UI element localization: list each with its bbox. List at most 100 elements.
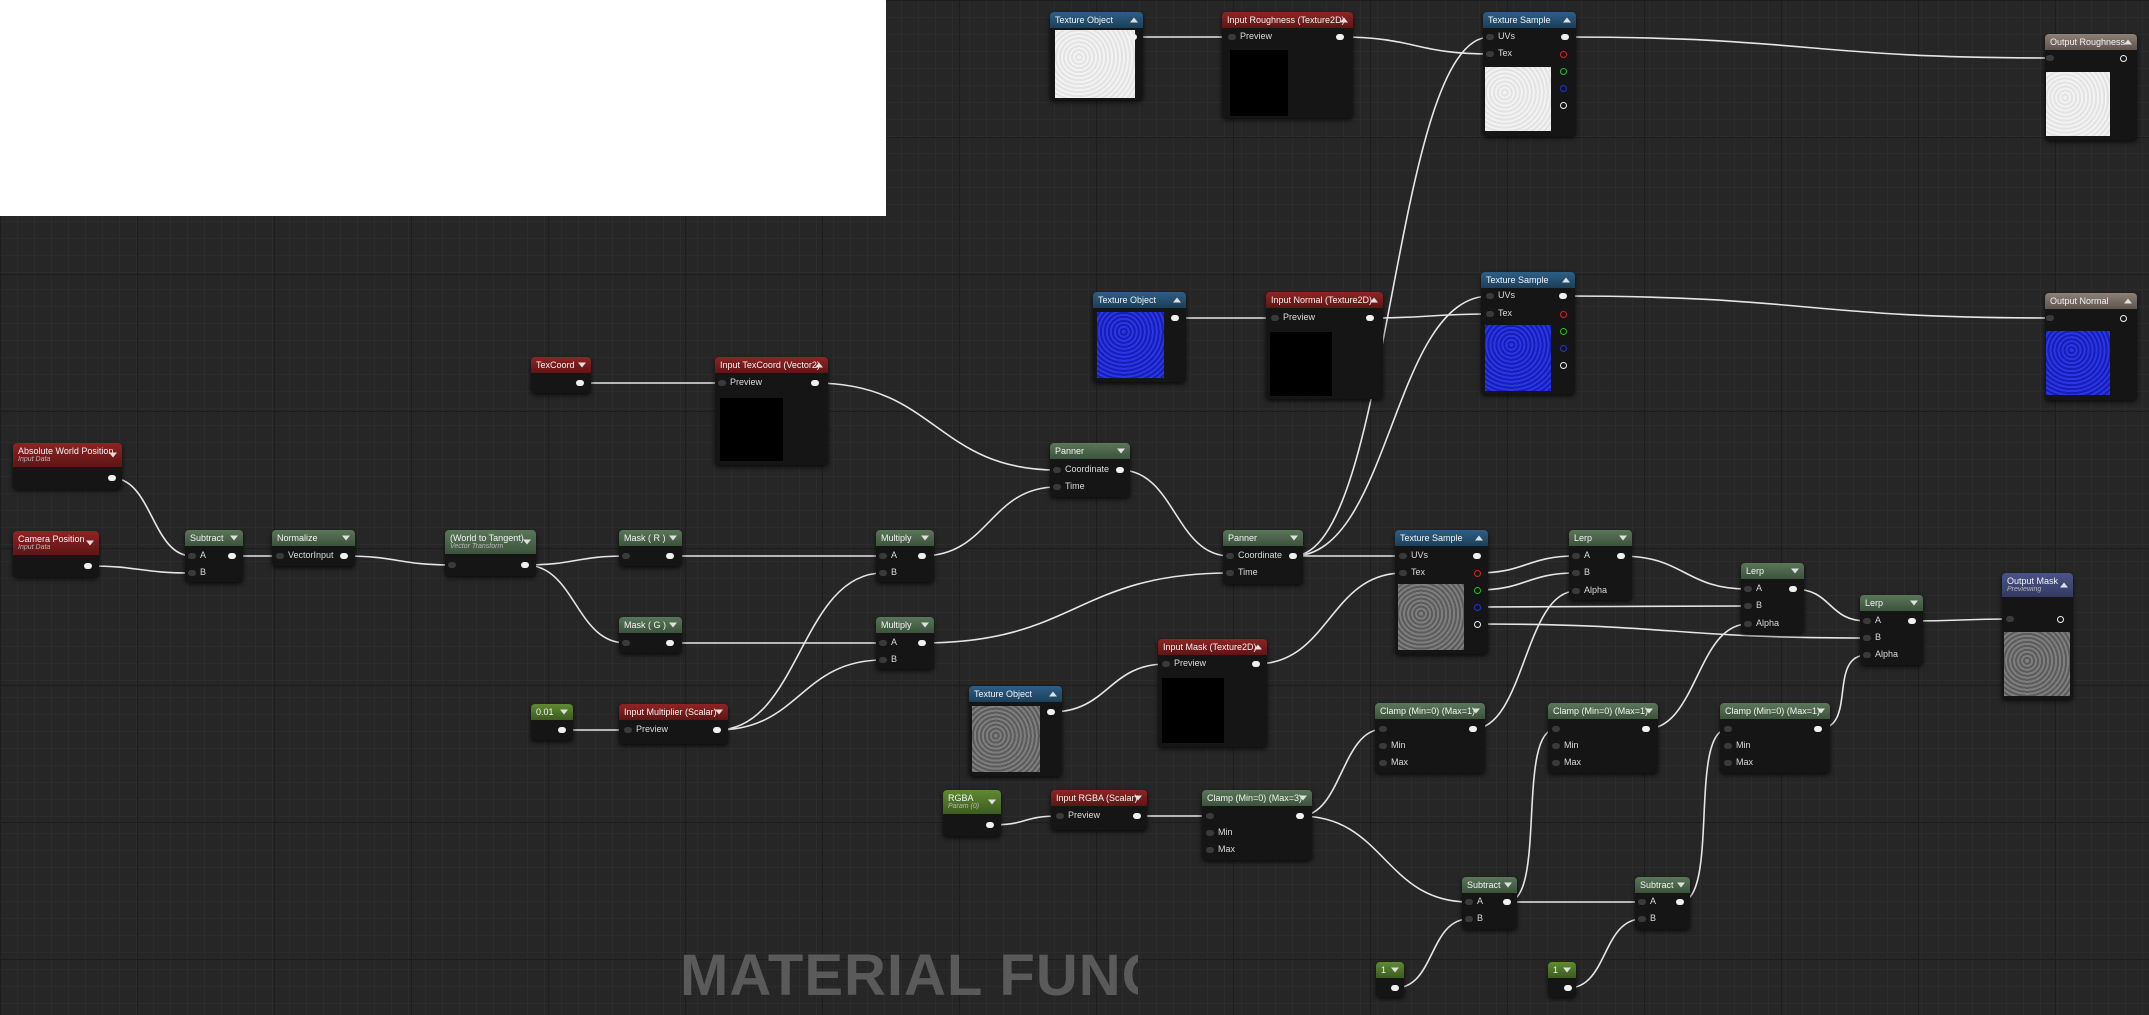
node-tex-obj-normal[interactable]: Texture Object [1093, 292, 1186, 382]
input-pin[interactable] [622, 640, 630, 646]
output-pin[interactable] [1391, 985, 1399, 991]
input-pin[interactable] [879, 553, 887, 559]
input-pin[interactable] [1486, 293, 1494, 299]
input-pin[interactable] [1465, 916, 1473, 922]
channel-pin[interactable] [1560, 311, 1567, 318]
input-pin[interactable] [1465, 899, 1473, 905]
node-header[interactable]: Texture Sample [1395, 530, 1488, 546]
input-pin[interactable] [1572, 570, 1580, 576]
input-pin[interactable] [624, 727, 632, 733]
node-header[interactable]: Clamp (Min=0) (Max=1) [1375, 703, 1485, 719]
expand-arrow-icon[interactable] [560, 709, 568, 715]
output-pin[interactable] [340, 553, 348, 559]
node-header[interactable]: Lerp [1741, 563, 1804, 579]
output-pin[interactable] [1503, 899, 1511, 905]
input-pin[interactable] [1744, 621, 1752, 627]
node-header[interactable]: Subtract [1462, 877, 1517, 893]
input-pin[interactable] [1863, 618, 1871, 624]
node-header[interactable]: Clamp (Min=0) (Max=1) [1720, 703, 1830, 719]
node-in-multiplier[interactable]: Input Multiplier (Scalar)Preview [619, 704, 728, 744]
expand-arrow-icon[interactable] [1504, 882, 1512, 888]
collapse-arrow-icon[interactable] [1173, 297, 1181, 303]
output-pin[interactable] [1642, 726, 1650, 732]
output-pin[interactable] [1336, 34, 1344, 40]
collapse-arrow-icon[interactable] [1130, 17, 1138, 23]
result-pin[interactable] [2057, 616, 2064, 623]
output-pin[interactable] [1908, 618, 1916, 624]
input-pin[interactable] [1206, 847, 1214, 853]
expand-arrow-icon[interactable] [669, 535, 677, 541]
output-pin[interactable] [1473, 553, 1481, 559]
node-header[interactable]: Input Normal (Texture2D) [1266, 292, 1383, 308]
output-pin[interactable] [1469, 726, 1477, 732]
input-pin[interactable] [1162, 661, 1170, 667]
node-header[interactable]: (World to Tangent)Vector Transform [445, 530, 536, 554]
input-pin[interactable] [1744, 603, 1752, 609]
channel-pin[interactable] [1560, 102, 1567, 109]
expand-arrow-icon[interactable] [1791, 568, 1799, 574]
node-header[interactable]: 0.01 [531, 704, 573, 720]
input-pin[interactable] [1486, 311, 1494, 317]
node-header[interactable]: Texture Object [1050, 12, 1143, 28]
node-header[interactable]: Subtract [185, 530, 243, 546]
input-pin[interactable] [2006, 616, 2014, 622]
channel-pin[interactable] [1474, 604, 1481, 611]
node-texcoord[interactable]: TexCoord [531, 357, 591, 393]
input-pin[interactable] [879, 657, 887, 663]
output-pin[interactable] [1047, 709, 1055, 715]
input-pin[interactable] [1228, 34, 1236, 40]
output-pin[interactable] [84, 563, 92, 569]
expand-arrow-icon[interactable] [1619, 535, 1627, 541]
node-header[interactable]: Lerp [1860, 595, 1923, 611]
input-pin[interactable] [1379, 743, 1387, 749]
input-pin[interactable] [1226, 570, 1234, 576]
expand-arrow-icon[interactable] [1117, 448, 1125, 454]
collapse-arrow-icon[interactable] [1340, 17, 1348, 23]
input-pin[interactable] [1379, 726, 1387, 732]
node-header[interactable]: Input Multiplier (Scalar) [619, 704, 728, 720]
output-pin[interactable] [918, 553, 926, 559]
node-header[interactable]: Texture Sample [1481, 272, 1575, 288]
node-header[interactable]: Mask ( R ) [619, 530, 682, 546]
node-header[interactable]: Input Roughness (Texture2D) [1222, 12, 1353, 28]
input-pin[interactable] [1486, 34, 1494, 40]
output-pin[interactable] [1564, 985, 1572, 991]
node-out-rough[interactable]: Output Roughness [2045, 34, 2137, 140]
output-pin[interactable] [558, 727, 566, 733]
node-const1a[interactable]: 1 [1376, 962, 1404, 997]
expand-arrow-icon[interactable] [1290, 535, 1298, 541]
output-pin[interactable] [108, 475, 116, 481]
node-header[interactable]: Texture Object [1093, 292, 1186, 308]
output-pin[interactable] [918, 640, 926, 646]
output-pin[interactable] [576, 380, 584, 386]
input-pin[interactable] [622, 553, 630, 559]
input-pin[interactable] [1206, 830, 1214, 836]
channel-pin[interactable] [1474, 570, 1481, 577]
node-out-normal[interactable]: Output Normal [2045, 293, 2137, 400]
input-pin[interactable] [879, 570, 887, 576]
collapse-arrow-icon[interactable] [1049, 691, 1057, 697]
node-header[interactable]: Input TexCoord (Vector2) [715, 357, 828, 373]
node-header[interactable]: Subtract [1635, 877, 1690, 893]
output-pin[interactable] [1789, 586, 1797, 592]
expand-arrow-icon[interactable] [921, 535, 929, 541]
channel-pin[interactable] [1560, 85, 1567, 92]
output-pin[interactable] [1289, 553, 1297, 559]
input-pin[interactable] [1379, 760, 1387, 766]
output-pin[interactable] [1129, 34, 1137, 40]
input-pin[interactable] [1863, 635, 1871, 641]
channel-pin[interactable] [1560, 345, 1567, 352]
input-pin[interactable] [1552, 726, 1560, 732]
input-pin[interactable] [1552, 760, 1560, 766]
input-pin[interactable] [1053, 467, 1061, 473]
